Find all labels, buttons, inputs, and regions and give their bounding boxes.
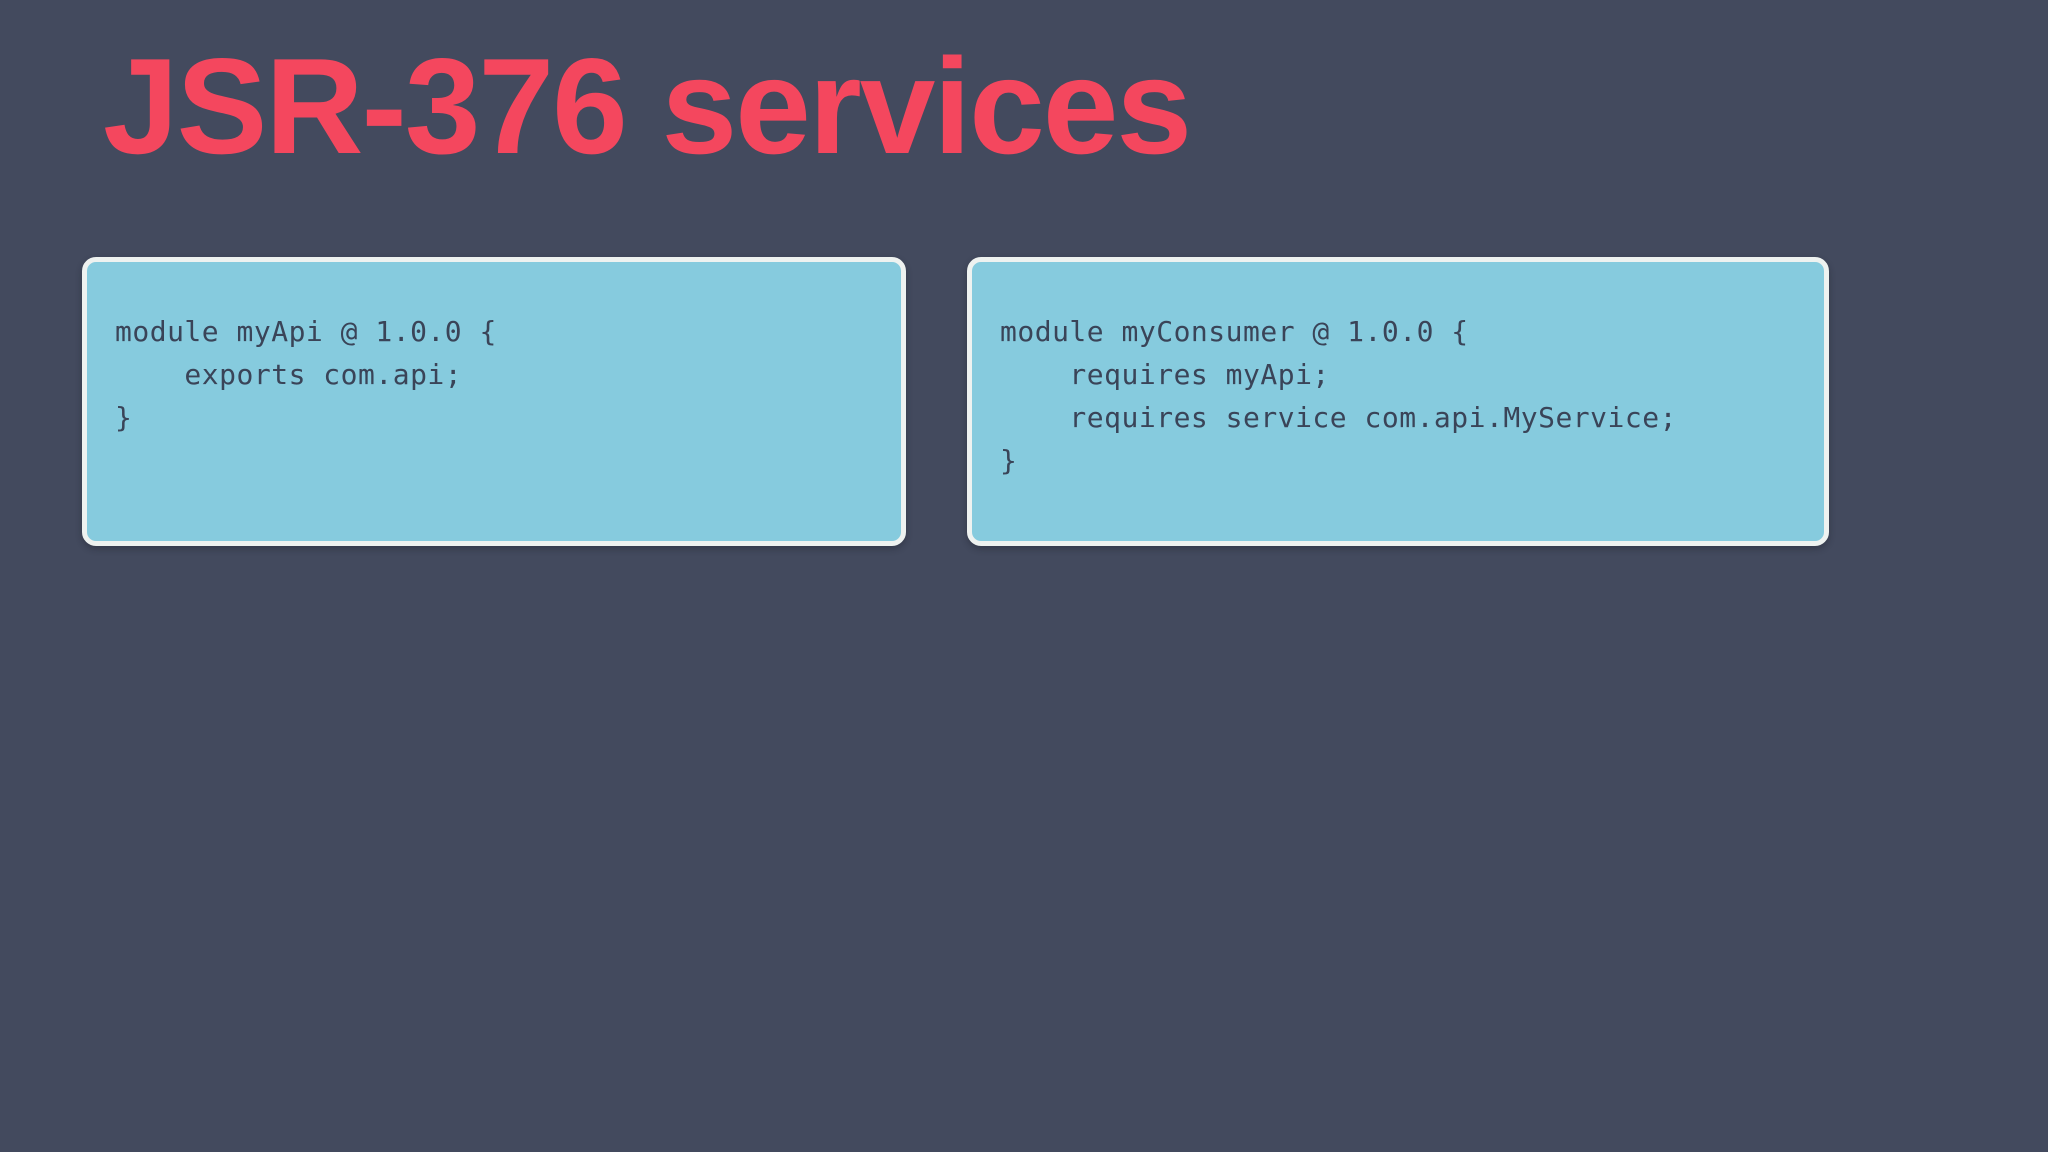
page-title: JSR-376 services bbox=[103, 30, 1192, 182]
api-module-code: module myApi @ 1.0.0 { exports com.api; … bbox=[115, 315, 497, 434]
consumer-module-card: module myConsumer @ 1.0.0 { requires myA… bbox=[967, 257, 1829, 546]
api-module-card: module myApi @ 1.0.0 { exports com.api; … bbox=[82, 257, 906, 546]
consumer-module-code: module myConsumer @ 1.0.0 { requires myA… bbox=[1000, 315, 1677, 477]
